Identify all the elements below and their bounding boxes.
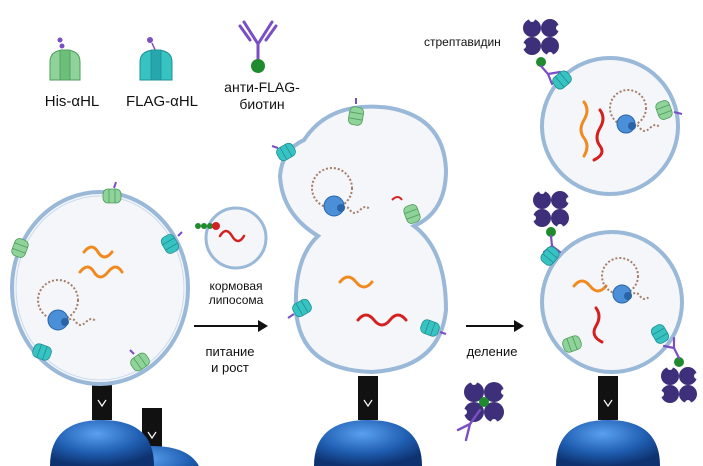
daughter-liposome-top: стрептавидин	[424, 16, 683, 196]
liposome-membrane	[10, 190, 190, 386]
streptavidin-complex	[520, 16, 562, 86]
membrane-pores	[271, 98, 447, 339]
his-ahl-label: His-αHL	[45, 93, 100, 110]
dna-polymerase-complex	[609, 89, 661, 134]
support-stand	[556, 376, 660, 466]
step1-label-line1: питание	[205, 344, 254, 359]
arrow-division: деление	[466, 320, 524, 359]
streptavidin-complex-free	[456, 379, 507, 442]
anti-flag-label-line2: биотин	[239, 96, 284, 112]
his-pore-icon	[49, 37, 81, 81]
streptavidin-complex	[530, 188, 572, 254]
feeding-liposome: кормовая липосома	[195, 206, 268, 307]
initial-liposome	[9, 181, 205, 466]
legend-flag-ahl: FLAG-αHL	[126, 37, 198, 110]
flag-ahl-label: FLAG-αHL	[126, 93, 198, 110]
anti-flag-label-line1: анти-FLAG-	[224, 79, 300, 95]
dna-polymerase-complex	[37, 279, 97, 331]
legend-his-ahl: His-αHL	[45, 37, 100, 110]
bead	[50, 420, 154, 466]
feeding-label-line1: кормовая	[209, 279, 262, 293]
rna-strands	[579, 100, 605, 162]
flag-pore-icon	[139, 37, 173, 81]
feeding-label-line2: липосома	[209, 293, 264, 307]
dna-polymerase-complex	[311, 167, 403, 217]
bead	[556, 420, 660, 466]
legend-anti-flag-biotin: анти-FLAG- биотин	[224, 20, 300, 112]
liposome-membrane	[540, 230, 684, 374]
step1-label-line2: и рост	[211, 360, 249, 375]
rna-strands	[572, 279, 608, 344]
dna-polymerase-complex	[601, 257, 651, 304]
arrow-feeding-growth: питание и рост	[194, 320, 268, 375]
membrane-pores	[550, 68, 683, 122]
rna-strands	[78, 245, 124, 279]
liposome-membrane	[540, 56, 680, 196]
liposome-membrane	[277, 104, 449, 375]
streptavidin-complex	[658, 336, 700, 406]
membrane-pores	[9, 181, 183, 374]
growing-liposome	[271, 98, 449, 466]
daughter-liposome-bottom	[530, 188, 700, 466]
antibody-icon	[238, 20, 278, 73]
rna-strands	[338, 275, 408, 327]
support-stand	[314, 376, 422, 466]
bead	[314, 420, 422, 466]
step2-label: деление	[467, 344, 518, 359]
support-stand	[50, 376, 154, 466]
streptavidin-label: стрептавидин	[424, 35, 501, 49]
lipid-tag-icon	[195, 222, 220, 230]
